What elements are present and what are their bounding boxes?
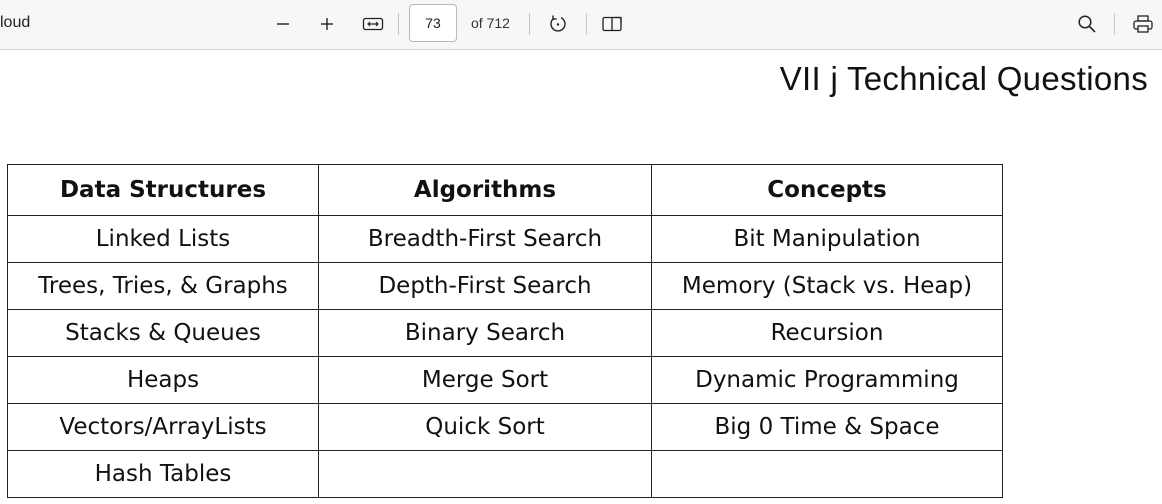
zoom-in-button[interactable] bbox=[312, 10, 342, 38]
minus-icon bbox=[277, 23, 289, 25]
table-row: Linked Lists Breadth-First Search Bit Ma… bbox=[7, 215, 1003, 263]
table-row: Heaps Merge Sort Dynamic Programming bbox=[7, 356, 1003, 404]
search-icon bbox=[1078, 15, 1096, 33]
table-header-row: Data Structures Algorithms Concepts bbox=[7, 164, 1003, 216]
table-row: Hash Tables bbox=[7, 450, 1003, 498]
header-concepts: Concepts bbox=[651, 164, 1003, 216]
fit-width-button[interactable] bbox=[358, 10, 388, 38]
topics-table: Data Structures Algorithms Concepts Link… bbox=[7, 164, 1003, 498]
rotate-button[interactable] bbox=[543, 10, 573, 38]
table-cell bbox=[318, 450, 652, 498]
rotate-icon bbox=[550, 15, 566, 32]
toolbar-separator bbox=[1114, 13, 1115, 35]
table-cell: Quick Sort bbox=[318, 403, 652, 451]
toolbar-separator bbox=[529, 13, 530, 35]
zoom-out-button[interactable] bbox=[268, 10, 298, 38]
table-cell: Hash Tables bbox=[7, 450, 319, 498]
table-cell: Trees, Tries, & Graphs bbox=[7, 262, 319, 310]
table-cell: Recursion bbox=[651, 309, 1003, 357]
table-cell: Dynamic Programming bbox=[651, 356, 1003, 404]
table-row: Stacks & Queues Binary Search Recursion bbox=[7, 309, 1003, 357]
document-heading: VII j Technical Questions bbox=[779, 60, 1148, 97]
page-view-button[interactable] bbox=[597, 10, 627, 38]
table-cell: Binary Search bbox=[318, 309, 652, 357]
toolbar-title: loud bbox=[0, 14, 31, 31]
table-cell: Memory (Stack vs. Heap) bbox=[651, 262, 1003, 310]
search-button[interactable] bbox=[1072, 10, 1102, 38]
table-cell: Breadth-First Search bbox=[318, 215, 652, 263]
page-view-icon bbox=[602, 16, 622, 32]
print-button[interactable] bbox=[1128, 10, 1158, 38]
table-cell: Depth-First Search bbox=[318, 262, 652, 310]
table-cell: Merge Sort bbox=[318, 356, 652, 404]
print-icon bbox=[1133, 15, 1153, 33]
table-cell bbox=[651, 450, 1003, 498]
table-cell: Big 0 Time & Space bbox=[651, 403, 1003, 451]
table-cell: Bit Manipulation bbox=[651, 215, 1003, 263]
page-number-input[interactable] bbox=[409, 4, 457, 42]
table-cell: Stacks & Queues bbox=[7, 309, 319, 357]
table-row: Trees, Tries, & Graphs Depth-First Searc… bbox=[7, 262, 1003, 310]
table-row: Vectors/ArrayLists Quick Sort Big 0 Time… bbox=[7, 403, 1003, 451]
page-total: of 712 bbox=[471, 15, 510, 31]
toolbar-separator bbox=[586, 13, 587, 35]
fit-width-icon bbox=[362, 17, 384, 31]
toolbar-separator bbox=[398, 13, 399, 35]
pdf-toolbar: loud of 712 bbox=[0, 0, 1162, 50]
table-cell: Heaps bbox=[7, 356, 319, 404]
plus-icon bbox=[321, 18, 333, 30]
header-algorithms: Algorithms bbox=[318, 164, 652, 216]
header-data-structures: Data Structures bbox=[7, 164, 319, 216]
table-cell: Linked Lists bbox=[7, 215, 319, 263]
table-cell: Vectors/ArrayLists bbox=[7, 403, 319, 451]
